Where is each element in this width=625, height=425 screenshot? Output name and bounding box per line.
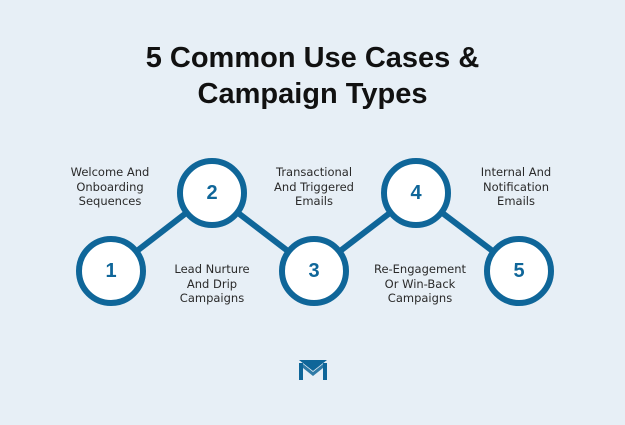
step-number: 4 [410, 181, 422, 204]
step-label-3: Transactional And Triggered Emails [249, 165, 379, 209]
step-label-2: Lead Nurture And Drip Campaigns [147, 262, 277, 306]
label-line: Lead Nurture [174, 262, 250, 276]
title-line-1: 5 Common Use Cases & [145, 42, 480, 74]
step-number: 5 [513, 259, 525, 282]
step-node-1: 1 [76, 236, 146, 306]
label-line: Notification [483, 179, 549, 194]
page-title: 5 Common Use Cases & Campaign Types [0, 40, 625, 112]
m-envelope-logo-icon [299, 360, 327, 380]
label-line: Emails [497, 194, 535, 208]
step-node-3: 3 [279, 236, 349, 306]
step-node-2: 2 [177, 158, 247, 228]
step-node-5: 5 [484, 236, 554, 306]
label-line: And Triggered [274, 179, 354, 194]
step-node-4: 4 [381, 158, 451, 228]
label-line: Welcome And [70, 165, 150, 179]
step-label-5: Internal And Notification Emails [451, 165, 581, 209]
label-line: Re-Engagement [373, 262, 467, 276]
label-line: Campaigns [387, 291, 453, 305]
label-line: Onboarding [76, 179, 144, 194]
label-line: Or Win-Back [384, 276, 456, 291]
step-label-1: Welcome And Onboarding Sequences [45, 165, 175, 209]
step-number: 2 [206, 181, 218, 204]
label-line: Transactional [275, 165, 353, 179]
label-line: Campaigns [179, 291, 245, 305]
label-line: And Drip [186, 276, 238, 291]
step-label-4: Re-Engagement Or Win-Back Campaigns [355, 262, 485, 306]
label-line: Emails [295, 194, 333, 208]
title-line-2: Campaign Types [197, 78, 428, 110]
step-number: 3 [308, 259, 320, 282]
label-line: Internal And [480, 165, 552, 179]
step-number: 1 [105, 259, 117, 282]
label-line: Sequences [78, 194, 142, 208]
